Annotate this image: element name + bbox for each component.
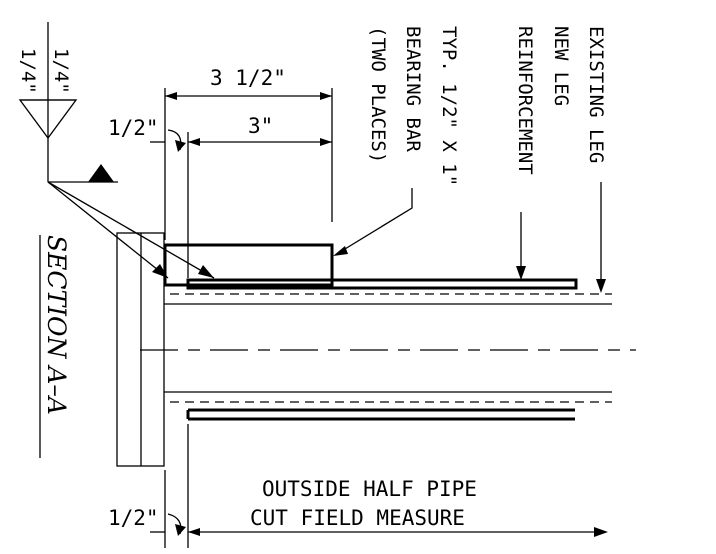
bottom-note-line2: CUT FIELD MEASURE bbox=[250, 506, 465, 530]
weld-size-top: 1/4" bbox=[50, 48, 72, 94]
dimension-inner-label: 3" bbox=[248, 114, 273, 138]
dimension-gap-top-label: 1/2" bbox=[108, 116, 159, 140]
bearing-bar bbox=[163, 243, 334, 287]
bearing-bar-label-line1: TYP. 1/2" X 1" bbox=[438, 26, 460, 186]
field-weld-flag-icon bbox=[88, 164, 114, 182]
existing-leg-label: EXISTING LEG bbox=[585, 26, 607, 163]
weld-size-bottom: 1/4" bbox=[17, 48, 39, 94]
existing-pipe-leg bbox=[164, 293, 612, 403]
bottom-note-line1: OUTSIDE HALF PIPE bbox=[262, 477, 477, 501]
dimension-overall bbox=[164, 88, 333, 240]
new-leg-label-line1: NEW LEG bbox=[550, 26, 572, 106]
bearing-bar-label-line2: BEARING BAR bbox=[402, 26, 424, 152]
dimension-inner bbox=[187, 132, 332, 278]
new-leg-label-line2: REINFORCEMENT bbox=[514, 26, 536, 175]
section-title: SECTION A–A bbox=[42, 235, 71, 415]
bearing-bar-label-line3: (TWO PLACES) bbox=[367, 26, 389, 163]
dimension-overall-label: 3 1/2" bbox=[210, 66, 286, 90]
dimension-gap-top bbox=[150, 129, 186, 152]
bearing-bar-leader bbox=[339, 188, 413, 253]
dimension-bottom bbox=[150, 424, 608, 548]
dimension-gap-bottom-label: 1/2" bbox=[108, 506, 159, 530]
new-leg-reinforcement-top bbox=[186, 278, 578, 290]
weld-symbol bbox=[18, 22, 215, 279]
